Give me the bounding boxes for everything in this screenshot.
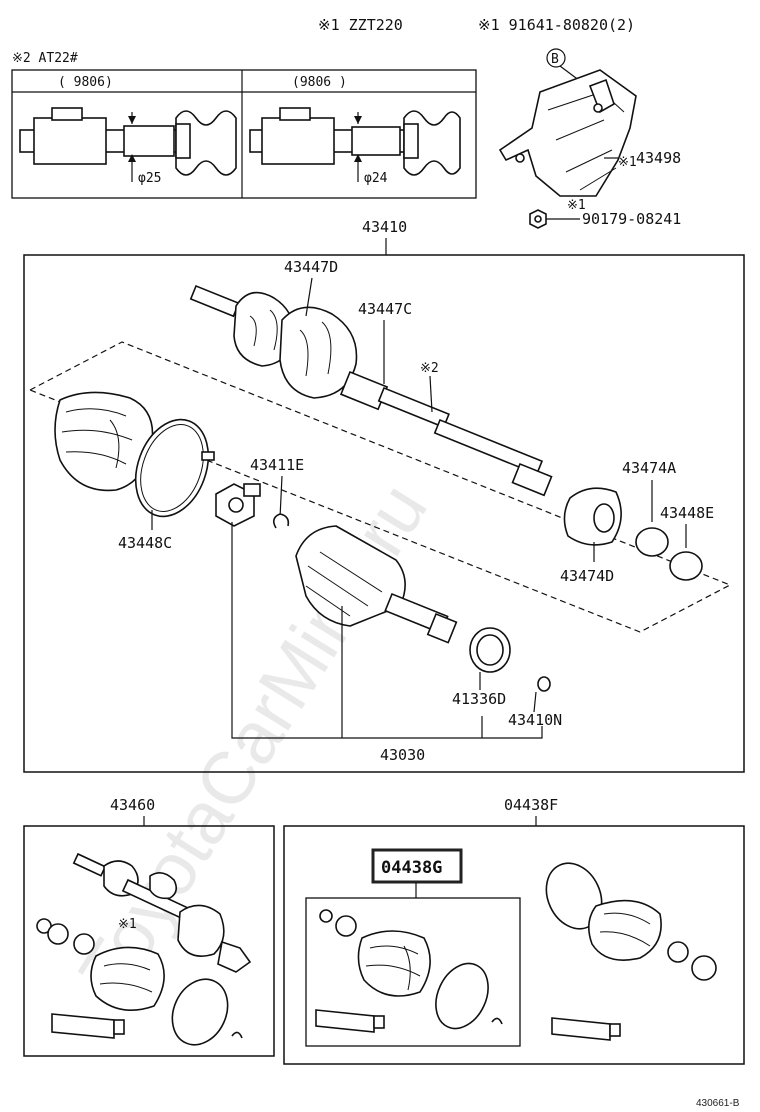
part-04438G-label[interactable]: 04438G bbox=[381, 858, 442, 878]
leader-43030 bbox=[231, 522, 543, 739]
inset-left-diameter: φ25 bbox=[138, 171, 161, 186]
boot-clamp-43448C[interactable] bbox=[123, 409, 221, 526]
dust-seal-41336D[interactable] bbox=[469, 627, 511, 673]
inset-right-range: (9806 ) bbox=[292, 75, 347, 90]
highlight-box-04438G[interactable] bbox=[371, 848, 463, 884]
inboard-joint-housing[interactable] bbox=[295, 525, 458, 644]
inset-left-range: ( 9806) bbox=[58, 75, 113, 90]
part-43474D-label[interactable]: 43474D bbox=[560, 567, 614, 585]
diagram-code: 430661-B bbox=[696, 1098, 740, 1109]
inset-frame bbox=[11, 69, 477, 199]
bracket-43498[interactable]: B bbox=[498, 48, 637, 197]
part-43474A-label[interactable]: 43474A bbox=[622, 459, 676, 477]
variant-note: ※1 ZZT220 bbox=[318, 16, 403, 34]
tripod-joint[interactable] bbox=[215, 483, 261, 527]
kit-43460-marker: ※1 bbox=[118, 917, 137, 932]
part-43030-label[interactable]: 43030 bbox=[380, 746, 425, 764]
snap-ring-43411E[interactable] bbox=[272, 513, 290, 529]
part-43498-label[interactable]: 43498 bbox=[636, 149, 681, 167]
assembly-frame-43410 bbox=[23, 254, 745, 773]
part-43447C-label[interactable]: 43447C bbox=[358, 300, 412, 318]
inset-left-sketch: φ25 bbox=[19, 107, 237, 186]
leader-43410N bbox=[533, 691, 537, 713]
part-90179-label[interactable]: 90179-08241 bbox=[582, 210, 681, 228]
part-43448E-label[interactable]: 43448E bbox=[660, 504, 714, 522]
shaft-marker-2: ※2 bbox=[420, 361, 439, 376]
inset-at22: ※2 AT22# ( 9806) (9806 ) φ25 bbox=[11, 51, 477, 199]
kit-43460-boot[interactable] bbox=[90, 946, 165, 1012]
callout-b-letter: B bbox=[551, 52, 559, 67]
assembled-drive-shaft[interactable] bbox=[189, 284, 553, 497]
kit-04438G-contents bbox=[315, 909, 503, 1033]
kit-04438F-contents bbox=[545, 862, 717, 1041]
kit-43460-contents: ※1 bbox=[36, 852, 252, 1046]
kit-04438G-boot[interactable] bbox=[357, 930, 431, 997]
nut-90179[interactable] bbox=[529, 209, 547, 229]
kit-frame-04438F bbox=[283, 825, 745, 1065]
clamp-43474A[interactable] bbox=[635, 527, 669, 557]
leader-43411E bbox=[279, 475, 283, 519]
part-41336D-label[interactable]: 41336D bbox=[452, 690, 506, 708]
clamp-43448E[interactable] bbox=[669, 551, 703, 581]
leader-shaft-marker bbox=[429, 375, 433, 413]
part-43410N-label[interactable]: 43410N bbox=[508, 711, 562, 729]
o-ring-43410N[interactable] bbox=[537, 676, 551, 692]
part-43460-label[interactable]: 43460 bbox=[110, 796, 155, 814]
kit-43460-shaft[interactable] bbox=[72, 852, 252, 973]
inset-title: ※2 AT22# bbox=[12, 51, 78, 66]
kit-frame-04438G bbox=[305, 897, 521, 1047]
part-43447D-label[interactable]: 43447D bbox=[284, 258, 338, 276]
bracket-marker: ※1 bbox=[618, 155, 637, 170]
part-43411E-label[interactable]: 43411E bbox=[250, 456, 304, 474]
part-43448C-label[interactable]: 43448C bbox=[118, 534, 172, 552]
inset-right-sketch: φ24 bbox=[249, 107, 461, 186]
damper-43474D[interactable] bbox=[563, 487, 622, 546]
part-43410-label[interactable]: 43410 bbox=[362, 218, 407, 236]
part-04438F-label[interactable]: 04438F bbox=[504, 796, 558, 814]
leader-43447D bbox=[305, 277, 313, 317]
kit-frame-43460 bbox=[23, 825, 275, 1057]
bolt-part-label[interactable]: ※1 91641-80820(2) bbox=[478, 16, 635, 34]
nut-marker: ※1 bbox=[567, 198, 586, 213]
kit-04438F-boot[interactable] bbox=[588, 899, 662, 961]
inset-right-diameter: φ24 bbox=[364, 171, 388, 186]
callout-b-circle bbox=[546, 48, 566, 68]
